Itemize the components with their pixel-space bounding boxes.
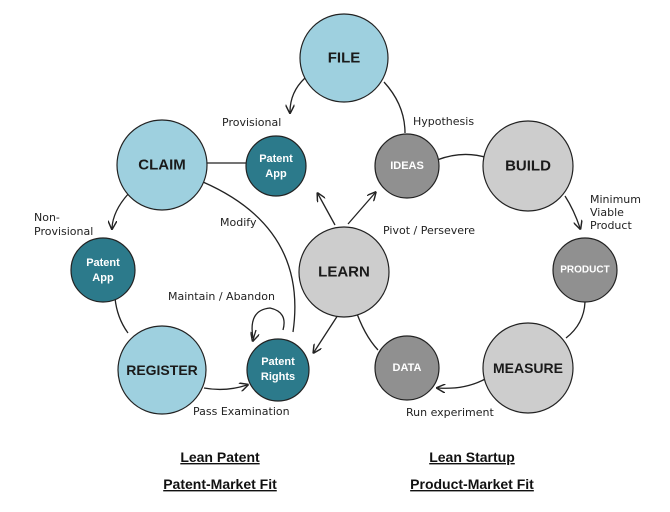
patent-market-fit-caption: Patent-Market Fit xyxy=(163,476,277,492)
product-label: PRODUCT xyxy=(560,265,609,276)
patent-app-left-node: Patent App xyxy=(70,237,136,303)
pass-examination-label: Pass Examination xyxy=(193,405,290,418)
lean-patent-caption: Lean Patent xyxy=(180,449,260,465)
edge-maintain-loop xyxy=(251,307,285,339)
edge-patent-app-register xyxy=(114,297,129,334)
non-provisional-label-2: Provisional xyxy=(34,225,93,238)
product-market-fit-caption: Product-Market Fit xyxy=(410,476,534,492)
learn-node: LEARN xyxy=(298,226,390,318)
edge-maintain-arrow xyxy=(253,329,256,340)
non-provisional-label-1: Non- xyxy=(34,211,60,224)
patent-app-left-label-2: App xyxy=(92,272,114,284)
patent-app-top-node: Patent App xyxy=(245,135,307,197)
register-label: REGISTER xyxy=(126,362,198,378)
measure-node: MEASURE xyxy=(482,322,574,414)
modify-label: Modify xyxy=(220,216,257,229)
edge-measure-to-data xyxy=(438,377,488,388)
register-node: REGISTER xyxy=(117,325,207,415)
build-node: BUILD xyxy=(482,120,574,212)
edge-file-ideas xyxy=(383,81,406,134)
edge-build-to-product xyxy=(564,195,580,228)
edge-register-to-patent-rights xyxy=(203,385,247,389)
hypothesis-label: Hypothesis xyxy=(413,115,474,128)
mvp-label-2: Viable xyxy=(590,206,624,219)
edge-learn-to-ideas xyxy=(347,193,375,225)
edge-product-measure xyxy=(565,301,586,339)
patent-app-top-label-2: App xyxy=(265,168,287,180)
edge-file-to-patent-app xyxy=(290,77,306,112)
edge-learn-to-patent-app xyxy=(318,194,336,226)
patent-rights-node: Patent Rights xyxy=(246,338,310,402)
run-experiment-label: Run experiment xyxy=(406,406,494,419)
claim-node: CLAIM xyxy=(116,119,208,211)
edge-modify xyxy=(202,181,296,333)
measure-label: MEASURE xyxy=(493,360,563,376)
maintain-abandon-label: Maintain / Abandon xyxy=(168,290,275,303)
product-node: PRODUCT xyxy=(552,237,618,303)
provisional-label: Provisional xyxy=(222,116,281,129)
edge-learn-to-patent-rights xyxy=(314,314,339,352)
build-label: BUILD xyxy=(505,158,551,175)
data-label: DATA xyxy=(393,362,422,374)
file-label: FILE xyxy=(328,50,361,67)
learn-label: LEARN xyxy=(318,264,370,281)
claim-label: CLAIM xyxy=(138,157,186,174)
mvp-label-3: Product xyxy=(590,219,632,232)
pivot-persevere-label: Pivot / Persevere xyxy=(383,224,475,237)
edge-claim-to-patent-app-left xyxy=(112,191,131,228)
ideas-node: IDEAS xyxy=(374,133,440,199)
data-node: DATA xyxy=(374,335,440,401)
file-node: FILE xyxy=(299,13,389,103)
mvp-label-1: Minimum xyxy=(590,193,641,206)
patent-app-top-label-1: Patent xyxy=(259,153,293,165)
patent-app-left-label-1: Patent xyxy=(86,257,120,269)
patent-rights-label-2: Rights xyxy=(261,371,295,383)
lean-startup-caption: Lean Startup xyxy=(429,449,515,465)
edge-ideas-build xyxy=(436,153,489,161)
ideas-label: IDEAS xyxy=(390,160,424,172)
patent-rights-label-1: Patent xyxy=(261,356,295,368)
